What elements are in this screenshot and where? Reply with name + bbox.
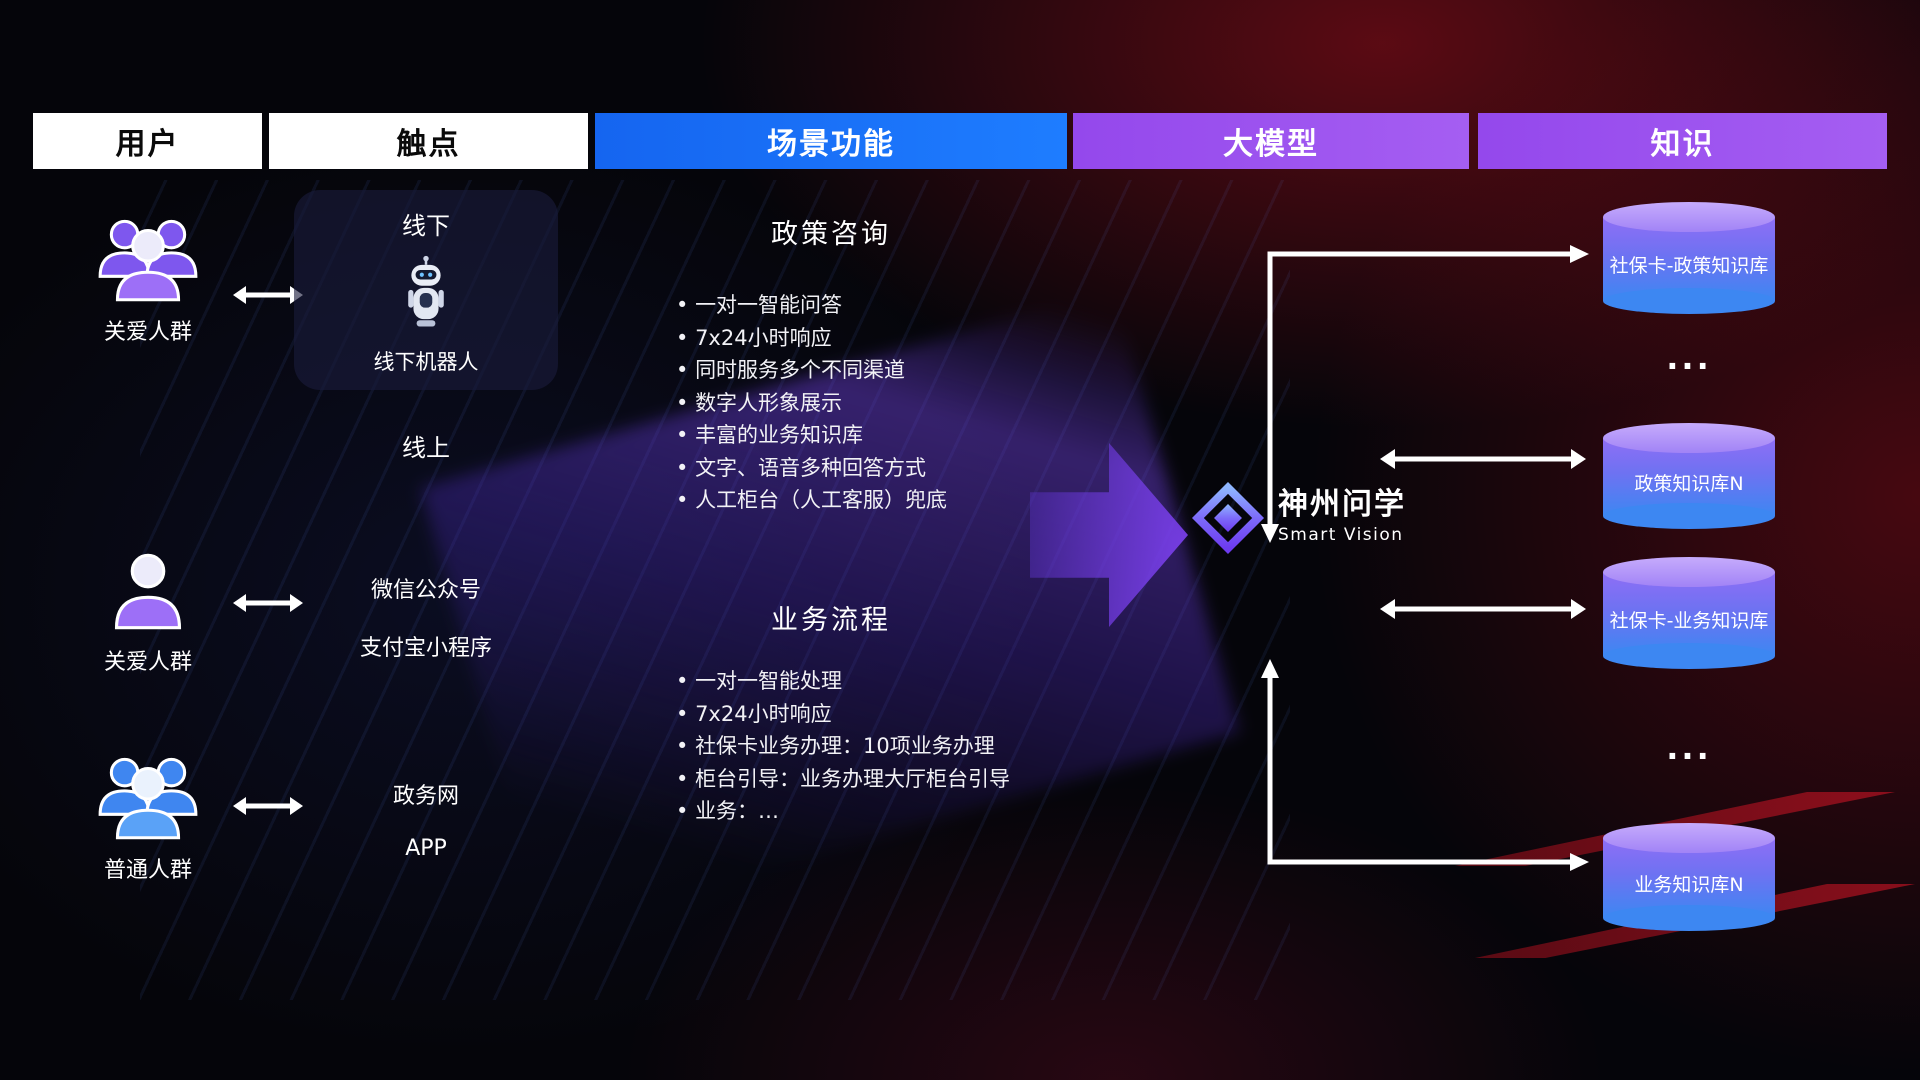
people-group-blue-icon (92, 757, 204, 846)
connector-double-arrow-policy (1380, 449, 1586, 469)
connector-elbow-bottom (1261, 659, 1589, 871)
robot-icon (403, 254, 449, 334)
bullet-item: 7x24小时响应 (676, 698, 1076, 731)
offline-robot-label: 线下机器人 (373, 350, 479, 374)
cylinder-top (1603, 423, 1775, 453)
connector-elbow-top (1261, 245, 1589, 543)
touchpoint-wechat: 微信公众号 (370, 578, 481, 603)
touchpoint-app: APP (405, 836, 447, 861)
online-title: 线上 (402, 434, 450, 462)
knowledge-db-label: 社保卡-业务知识库 (1609, 609, 1769, 632)
bidirectional-arrow-icon (232, 793, 304, 823)
user-group-label: 关爱人群 (103, 320, 192, 345)
ellipsis-dots: ... (1666, 339, 1712, 377)
business-bullet-list: 一对一智能处理 7x24小时响应 社保卡业务办理：10项业务办理 柜台引导：业务… (676, 665, 1076, 828)
bidirectional-arrow-icon (232, 590, 304, 620)
bullet-item: 业务：… (676, 795, 1076, 828)
policy-bullet-list: 一对一智能问答 7x24小时响应 同时服务多个不同渠道 数字人形象展示 丰富的业… (676, 289, 1076, 517)
bullet-item: 7x24小时响应 (676, 322, 1076, 355)
cylinder-bottom (1603, 503, 1775, 529)
knowledge-db-business-ssc: 社保卡-业务知识库 (1603, 557, 1775, 669)
cylinder-top (1603, 557, 1775, 587)
user-group-care-1: 关爱人群 (63, 212, 233, 346)
offline-touchpoint-card: 线下 线下机器人 (294, 190, 558, 390)
header-scenario-functions: 场景功能 (595, 113, 1067, 169)
bullet-item: 柜台引导：业务办理大厅柜台引导 (676, 763, 1076, 796)
people-group-purple-icon (92, 219, 204, 308)
user-group-ordinary: 普通人群 (63, 750, 233, 884)
knowledge-db-policy-n: 政策知识库N (1603, 423, 1775, 529)
bullet-item: 文字、语音多种回答方式 (676, 452, 1076, 485)
header-knowledge: 知识 (1478, 113, 1887, 169)
bullet-item: 人工柜台（人工客服）兜底 (676, 484, 1076, 517)
bullet-item: 社保卡业务办理：10项业务办理 (676, 730, 1076, 763)
touchpoint-gov-web: 政务网 (392, 784, 459, 809)
knowledge-db-business-n: 业务知识库N (1603, 823, 1775, 931)
scenario-title-business: 业务流程 (771, 605, 891, 636)
bullet-item: 丰富的业务知识库 (676, 419, 1076, 452)
bullet-item: 同时服务多个不同渠道 (676, 354, 1076, 387)
model-name: 神州问学 (1278, 487, 1406, 522)
cylinder-top (1603, 202, 1775, 232)
ellipsis-dots: ... (1666, 729, 1712, 767)
header-users: 用户 (33, 113, 262, 169)
knowledge-db-label: 业务知识库N (1634, 873, 1744, 896)
bullet-item: 一对一智能问答 (676, 289, 1076, 322)
bullet-item: 一对一智能处理 (676, 665, 1076, 698)
model-logo-block: 神州问学 Smart Vision (1190, 480, 1406, 560)
user-group-label: 普通人群 (103, 858, 192, 883)
cylinder-bottom (1603, 288, 1775, 314)
bullet-item: 数字人形象展示 (676, 387, 1076, 420)
offline-title: 线下 (402, 212, 450, 240)
connector-double-arrow-business (1380, 599, 1586, 619)
cylinder-bottom (1603, 643, 1775, 669)
scenario-title-policy: 政策咨询 (771, 219, 891, 250)
diamond-logo-icon (1190, 480, 1266, 560)
user-group-care-2: 关爱人群 (63, 548, 233, 676)
touchpoint-alipay: 支付宝小程序 (359, 636, 492, 661)
header-touchpoints: 触点 (269, 113, 588, 169)
header-large-model: 大模型 (1073, 113, 1469, 169)
knowledge-db-label: 社保卡-政策知识库 (1609, 254, 1769, 277)
model-subtitle: Smart Vision (1278, 525, 1404, 545)
cylinder-top (1603, 823, 1775, 853)
user-group-label: 关爱人群 (103, 650, 192, 675)
person-purple-icon (106, 553, 190, 638)
knowledge-db-policy-ssc: 社保卡-政策知识库 (1603, 202, 1775, 314)
knowledge-db-label: 政策知识库N (1634, 472, 1744, 495)
cylinder-bottom (1603, 905, 1775, 931)
